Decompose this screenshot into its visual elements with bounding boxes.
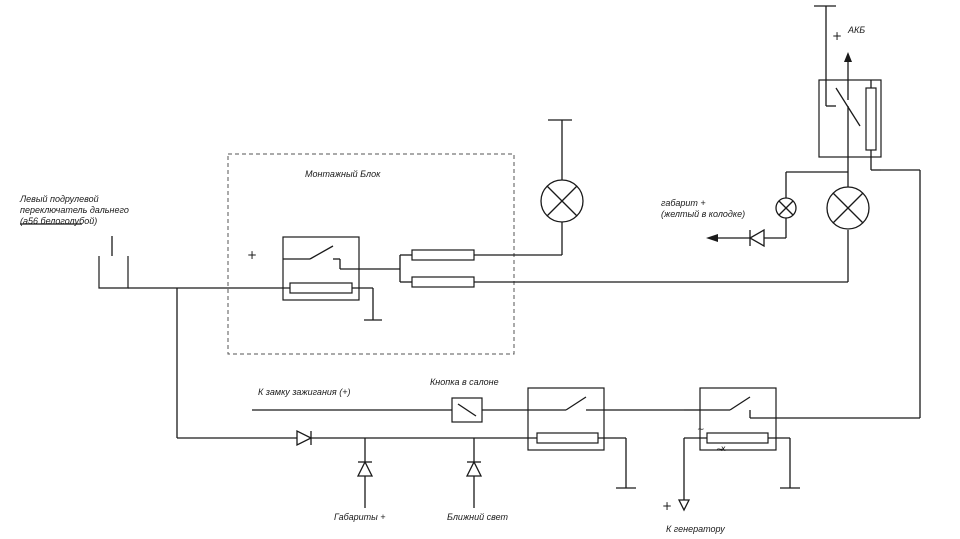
low-beam-label: Ближний свет <box>447 512 508 522</box>
lowbeam-diode <box>465 460 483 477</box>
gabarit-label-1: габарит + <box>661 198 706 208</box>
relay3-tilde: ~ <box>697 425 705 435</box>
left-switch-label-3: (a56 белоголубой) <box>20 216 97 226</box>
small-lamp-cross-b <box>778 200 794 216</box>
akb-arrow-icon <box>844 52 852 62</box>
gabarit-arrow-icon <box>706 234 718 242</box>
relay-akb-coil <box>865 87 877 151</box>
plus-akb: + <box>832 29 842 43</box>
ignition-label: К замку зажигания (+) <box>258 387 350 397</box>
parking-lights-label: Габариты + <box>334 512 386 522</box>
relay-switch-blade <box>309 245 334 260</box>
generator-label: К генератору <box>666 524 725 534</box>
parking-diode <box>356 460 374 477</box>
left-switch-body <box>98 256 129 289</box>
left-switch-label-1: Левый подрулевой <box>19 194 99 204</box>
lamp2-cross-b <box>832 192 864 224</box>
bottom-diode <box>296 429 313 447</box>
cabin-button-label: Кнопка в салоне <box>430 377 499 387</box>
relay-akb <box>818 79 882 158</box>
akb-label: АКБ <box>847 25 865 35</box>
relay-coil <box>289 282 353 294</box>
mount-block-label: Монтажный Блок <box>305 169 381 179</box>
left-switch-label-2: переключатель дальнего <box>20 205 129 215</box>
relay3-tilde-2: ~ <box>716 445 724 455</box>
relay-2 <box>527 387 605 451</box>
relay3-switch-blade <box>729 396 751 411</box>
relay2-switch-blade <box>565 396 587 411</box>
plus-mount: + <box>247 248 257 262</box>
relay-3 <box>699 387 777 451</box>
generator-arrow-icon <box>677 499 691 512</box>
relay2-coil <box>536 432 599 444</box>
plus-generator: + <box>662 499 672 513</box>
fuse-2 <box>411 276 475 288</box>
cabin-button-blade <box>457 403 477 417</box>
gabarit-label-2: (желтый в колодке) <box>661 209 745 219</box>
gabarit-diode <box>748 228 765 248</box>
relay3-x: x <box>721 444 726 453</box>
fuse-1 <box>411 249 475 261</box>
lamp-1 <box>540 179 584 223</box>
relay3-coil <box>706 432 769 444</box>
mount-block-outline <box>227 153 515 355</box>
lamp1-cross-b <box>546 185 578 217</box>
